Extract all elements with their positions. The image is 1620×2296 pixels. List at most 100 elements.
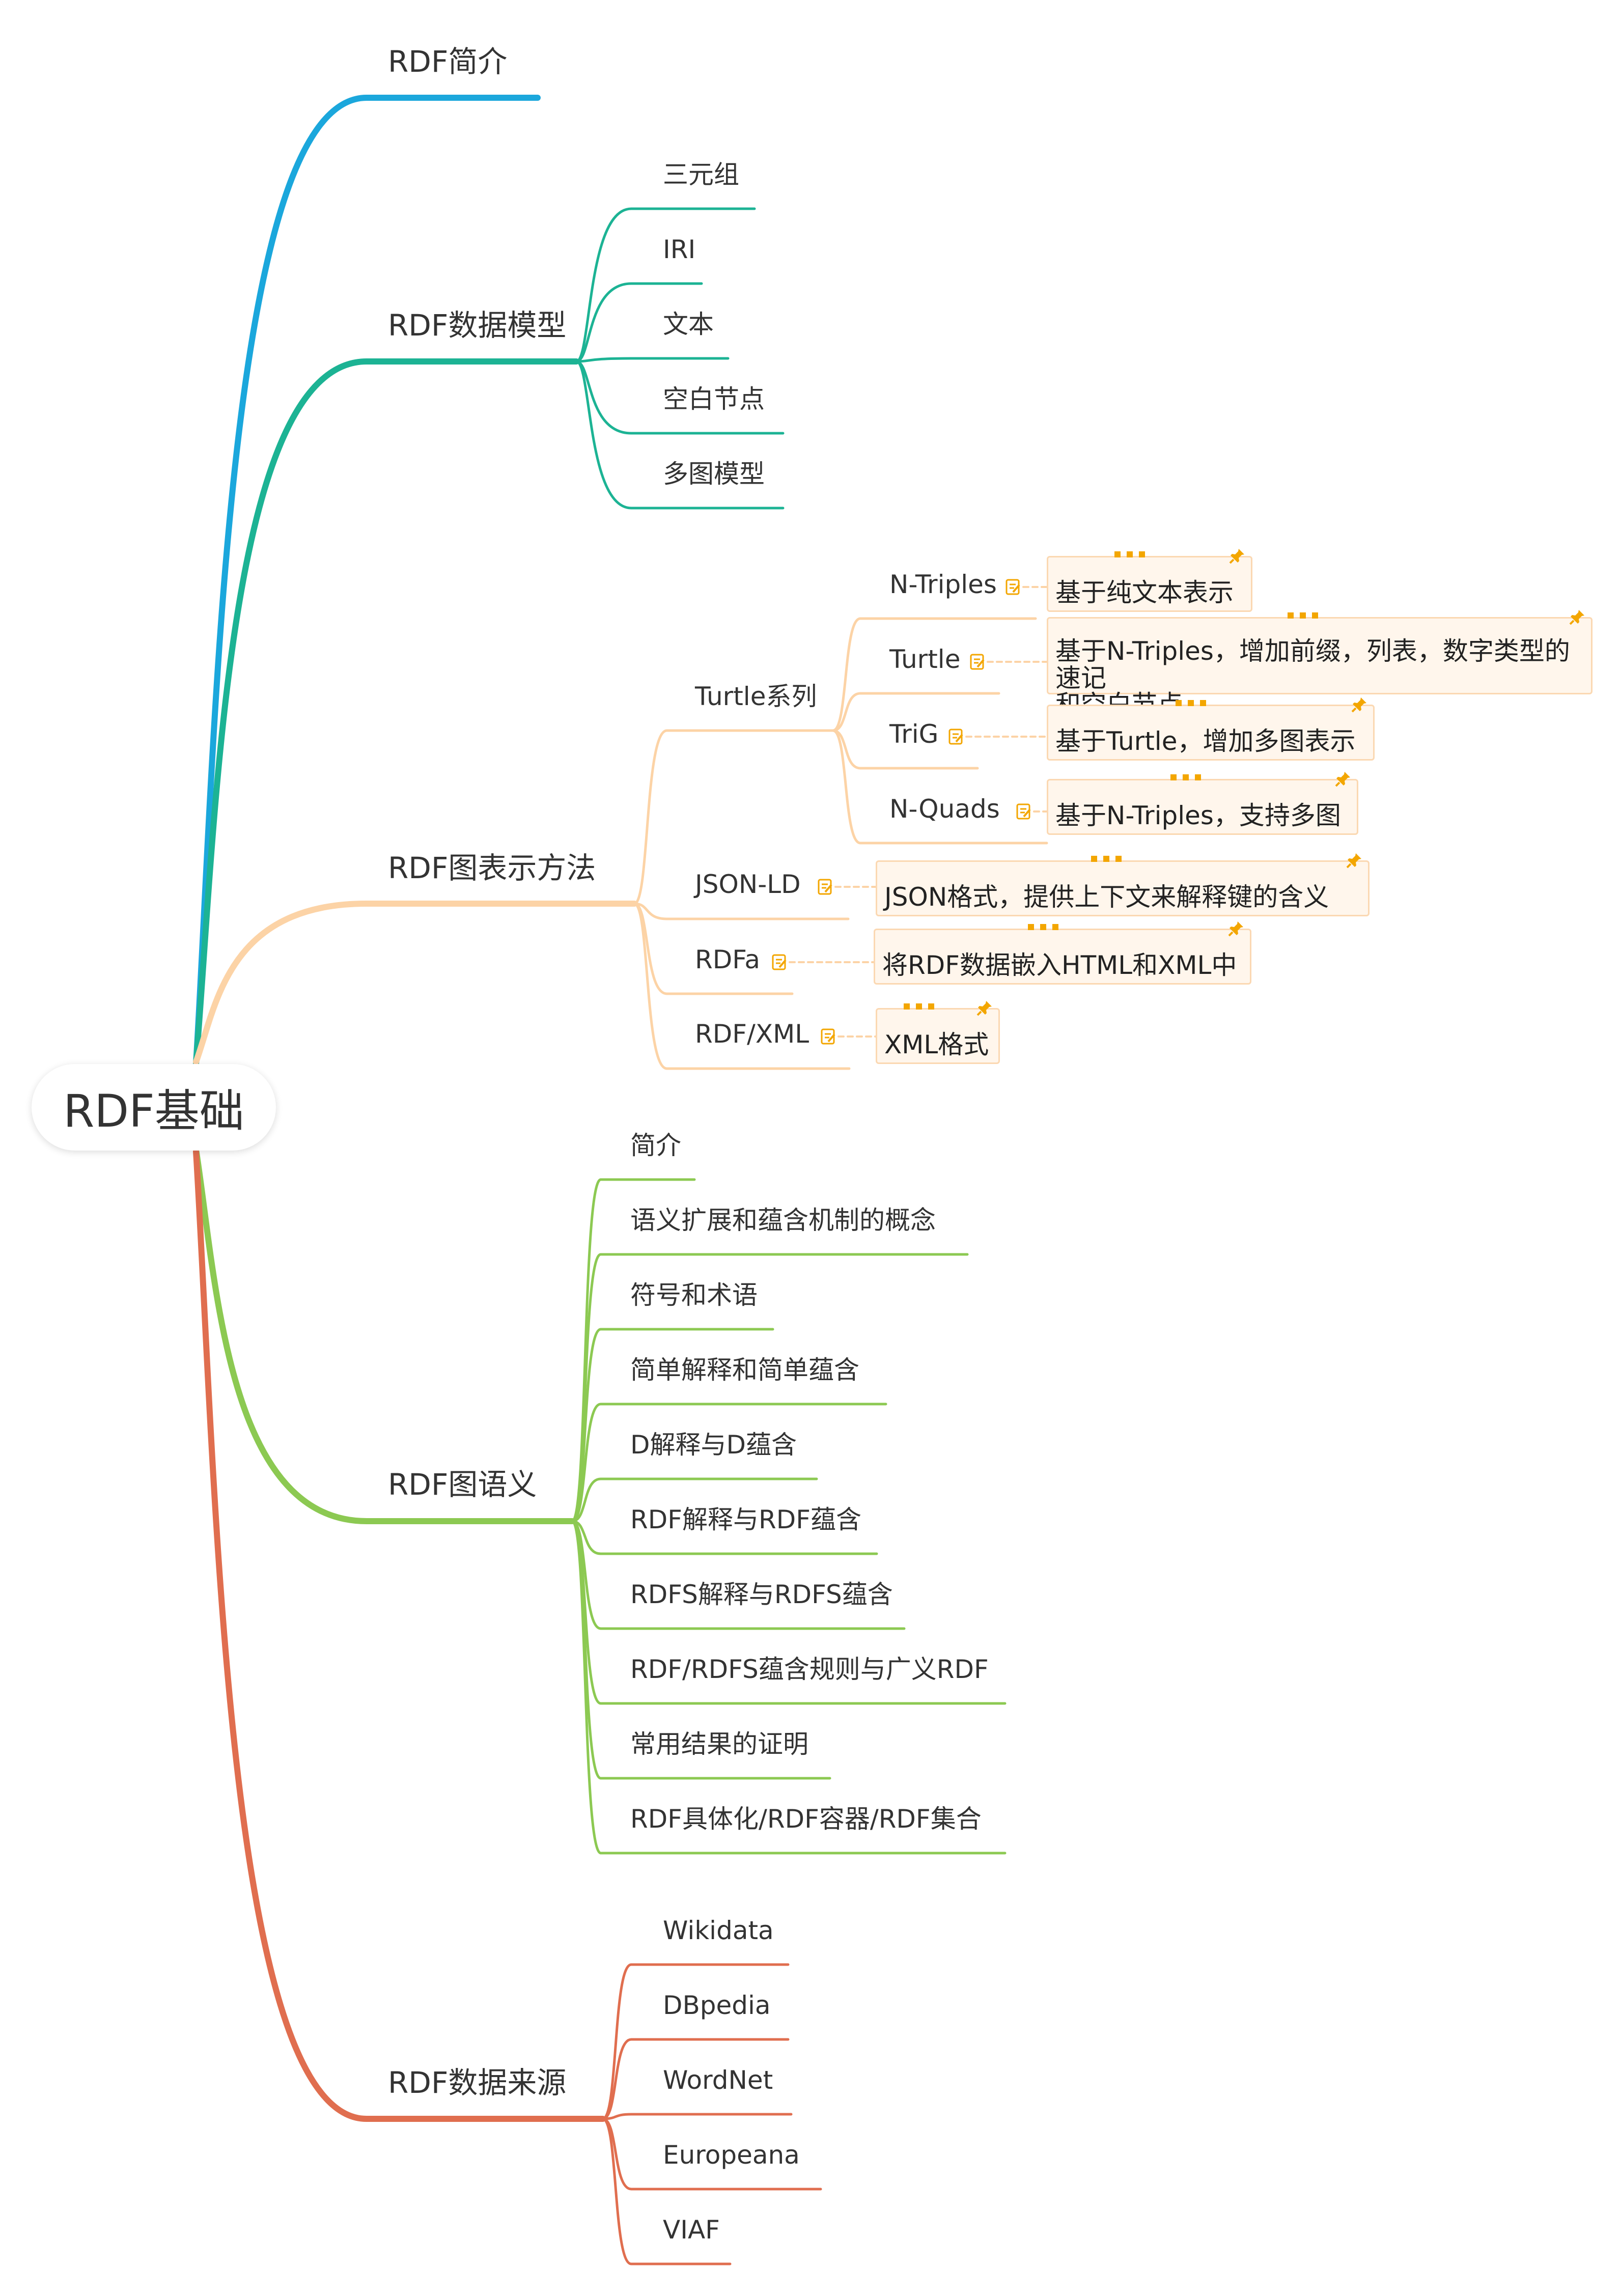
model-item[interactable]: IRI [663,235,696,264]
n-quads-node[interactable]: N-Quads [889,794,1000,824]
branch-representation[interactable]: RDF图表示方法 [388,851,596,885]
more-dots-icon [1288,612,1318,619]
note-icon[interactable] [1016,803,1032,820]
semantics-connector [571,1520,906,1630]
pin-icon [1228,921,1243,937]
root-label: RDF基础 [63,1084,244,1137]
sources-connector [601,1963,790,2120]
note-icon[interactable] [820,1028,836,1045]
source-item[interactable]: WordNet [663,2065,773,2095]
branch-connector [194,1148,574,1523]
semantics-connector [571,1520,1007,1855]
branch-connector [194,360,578,1065]
branch-connector [193,901,637,1065]
semantics-item[interactable]: 简介 [630,1131,681,1160]
note-text: 基于纯文本表示 [1055,578,1234,607]
model-item[interactable]: 文本 [663,310,714,339]
more-dots-icon [1170,774,1201,780]
semantics-item[interactable]: 符号和术语 [630,1280,758,1310]
sources-connector [601,2117,732,2265]
note-icon[interactable] [771,954,788,971]
sources-connector [601,2113,793,2120]
source-item[interactable]: Europeana [663,2140,800,2170]
source-item[interactable]: VIAF [663,2215,720,2245]
note-json-ld[interactable]: JSON格式，提供上下文来解释键的含义 [876,853,1370,916]
branch-connector [193,1149,606,2122]
more-dots-icon [1176,700,1206,706]
sources-connector [601,2117,822,2191]
sources-connector [601,2038,790,2120]
branch-connector [194,96,539,1066]
model-item[interactable]: 空白节点 [663,384,765,414]
more-dots-icon [904,1003,934,1010]
repr-connector [633,902,850,920]
note-text: 基于N-Triples，支持多图 [1055,801,1341,830]
note-icon[interactable] [948,728,964,745]
model-connector [575,360,785,435]
note-text-line-1: 基于N-Triples，增加前缀，列表，数字类型的速记 [1055,636,1570,693]
note-rdf-xml[interactable]: XML格式 [876,1001,1000,1064]
turtle-family-node[interactable]: Turtle系列 [695,682,817,711]
more-dots-icon [1091,856,1122,862]
note-text: 将RDF数据嵌入HTML和XML中 [882,950,1237,980]
note-text: JSON格式，提供上下文来解释键的含义 [884,882,1329,912]
branch-connector [194,902,636,1063]
note-icon[interactable] [1005,578,1021,596]
json-ld-node[interactable]: JSON-LD [695,870,801,899]
root-node[interactable]: RDF基础 [32,1064,276,1151]
repr-connector [633,902,851,1070]
semantics-connector [571,1328,774,1523]
branch-connector [193,95,541,1067]
note-icon[interactable] [969,653,986,670]
model-item[interactable]: 多图模型 [663,459,765,489]
rdf-xml-node[interactable]: RDF/XML [695,1019,809,1049]
note-turtle[interactable]: 基于N-Triples，增加前缀，列表，数字类型的速记 和空白节点 [1047,610,1593,718]
semantics-item[interactable]: RDF具体化/RDF容器/RDF集合 [630,1804,982,1834]
note-n-quads[interactable]: 基于N-Triples，支持多图 [1047,772,1358,835]
trig-node[interactable]: TriG [889,719,939,749]
turtle-connector [831,729,1048,845]
model-connector [575,360,785,510]
pin-icon [1346,853,1361,869]
semantics-item[interactable]: RDF解释与RDF蕴含 [630,1505,862,1534]
semantics-connector [571,1403,887,1523]
model-item[interactable]: 三元组 [663,160,739,189]
branch-connector [194,1150,604,2120]
semantics-item[interactable]: 简单解释和简单蕴含 [630,1355,859,1385]
semantics-connector [571,1477,818,1523]
semantics-item[interactable]: D解释与D蕴含 [630,1430,797,1460]
model-connector [575,357,730,363]
branch-intro[interactable]: RDF简介 [388,44,508,79]
pin-icon [1569,610,1584,625]
model-connector [575,282,703,363]
note-text: XML格式 [884,1030,989,1059]
semantics-item[interactable]: RDFS解释与RDFS蕴含 [630,1580,893,1609]
note-trig[interactable]: 基于Turtle，增加多图表示 [1047,697,1375,761]
n-triples-node[interactable]: N-Triples [889,570,997,599]
branch-connector [193,1146,575,1524]
rdfa-node[interactable]: RDFa [695,945,761,974]
more-dots-icon [1114,551,1145,557]
branch-connector [193,358,579,1066]
turtle-connector [831,729,979,770]
branch-sources[interactable]: RDF数据来源 [388,2065,567,2100]
turtle-connector [831,617,1037,732]
note-rdfa[interactable]: 将RDF数据嵌入HTML和XML中 [874,921,1251,985]
semantics-item[interactable]: 语义扩展和蕴含机制的概念 [630,1206,936,1235]
more-dots-icon [1028,924,1058,930]
branch-model[interactable]: RDF数据模型 [388,308,567,343]
turtle-connector [831,692,1000,732]
note-n-triples[interactable]: 基于纯文本表示 [1047,549,1252,612]
semantics-item[interactable]: RDF/RDFS蕴含规则与广义RDF [630,1655,989,1684]
source-item[interactable]: DBpedia [663,1991,771,2020]
note-icon[interactable] [817,878,833,895]
turtle-node[interactable]: Turtle [889,645,961,674]
repr-connector [633,729,834,905]
source-item[interactable]: Wikidata [663,1916,774,1945]
semantics-item[interactable]: 常用结果的证明 [630,1729,808,1759]
model-connector [575,207,756,363]
note-text: 基于Turtle，增加多图表示 [1055,726,1356,756]
branch-semantics[interactable]: RDF图语义 [388,1467,537,1502]
